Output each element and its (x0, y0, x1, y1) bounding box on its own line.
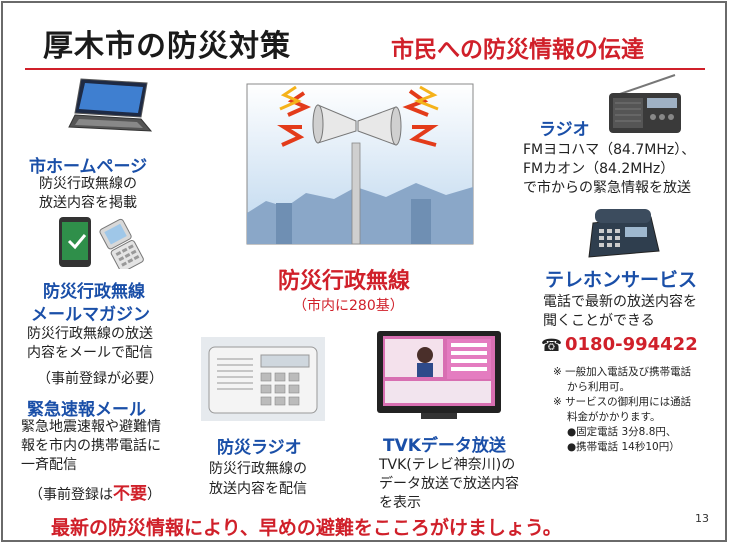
telephone-note-2: から利用可。 (567, 381, 630, 393)
tvk-title: TVKデータ放送 (383, 436, 506, 456)
mobile-phones-icon (59, 217, 144, 269)
emergency-line-1: 緊急地震速報や避難情 (21, 419, 161, 435)
portable-radio-icon (609, 74, 681, 133)
phone-icon: ☎ (541, 336, 563, 356)
radio-line-3: で市からの緊急情報を放送 (523, 180, 691, 196)
mail-note: （事前登録が必要） (37, 371, 163, 387)
bousai-radio-line-2: 放送内容を配信 (209, 481, 307, 497)
mail-line-2: 内容をメールで配信 (27, 345, 153, 361)
telephone-line-1: 電話で最新の放送内容を (543, 294, 697, 310)
radio-line-2: FMカオン（84.2MHz） (523, 161, 675, 177)
homepage-line-1: 防災行政無線の (39, 176, 137, 192)
tvk-line-2: データ放送で放送内容 (379, 476, 519, 492)
telephone-note-3: ※ サービスの御利用には通話 (553, 396, 692, 408)
telephone-line-2: 聞くことができる (543, 313, 655, 329)
radio-title: ラジオ (539, 120, 590, 140)
tv-image (375, 329, 503, 423)
page-title: 厚木市の防災対策 (43, 29, 291, 64)
telephone-number: 0180-994422 (565, 334, 698, 355)
telephone-note-4: 料金がかかります。 (567, 411, 661, 423)
mail-title-2: メールマガジン (31, 305, 150, 325)
telephone-note-5: ●固定電話 3分8.8円、 (567, 426, 677, 438)
laptop-image (67, 77, 153, 139)
tvk-line-3: を表示 (379, 495, 421, 511)
emergency-line-3: 一斉配信 (21, 457, 77, 473)
radio-line-1: FMヨコハマ（84.7MHz）、 (523, 142, 696, 158)
bousai-radio-title: 防災ラジオ (217, 438, 302, 458)
telephone-image (585, 203, 661, 261)
emergency-note-post: ） (147, 487, 161, 503)
page-number: 13 (695, 512, 709, 525)
siren-illustration (246, 83, 474, 245)
laptop-icon (68, 78, 153, 132)
homepage-line-2: 放送内容を掲載 (39, 195, 137, 211)
footer-message: 最新の防災情報により、早めの避難をこころがけましょう。 (51, 517, 562, 539)
loudspeaker-tower-icon (246, 83, 474, 245)
center-subtitle: （市内に280基） (293, 298, 404, 314)
center-title: 防災行政無線 (278, 269, 411, 294)
mail-line-1: 防災行政無線の放送 (27, 326, 153, 342)
portable-radio-image (607, 73, 683, 135)
telephone-title: テレホンサービス (545, 269, 698, 291)
bousai-radio-line-1: 防災行政無線の (209, 461, 307, 477)
emergency-note-pre: （事前登録は (29, 487, 113, 503)
emergency-line-2: 報を市内の携帯電話に (21, 438, 161, 454)
page-subtitle: 市民への防災情報の伝達 (391, 37, 644, 63)
emergency-note-emphasis: 不要 (113, 484, 147, 504)
homepage-title: 市ホームページ (29, 157, 148, 177)
mail-title-1: 防災行政無線 (43, 282, 145, 302)
emergency-title: 緊急速報メール (27, 400, 146, 420)
emergency-note: （事前登録は不要） (29, 485, 161, 505)
desk-telephone-icon (588, 209, 660, 258)
television-icon (377, 331, 501, 419)
title-divider (25, 68, 705, 70)
telephone-note-1: ※ 一般加入電話及び携帯電話 (553, 366, 692, 378)
phones-image (57, 215, 161, 269)
telephone-note-6: ●携帯電話 14秒10円） (567, 441, 680, 453)
bousai-radio-image (201, 337, 325, 421)
tvk-line-1: TVK(テレビ神奈川)の (379, 457, 516, 473)
bousai-radio-icon (201, 337, 325, 421)
